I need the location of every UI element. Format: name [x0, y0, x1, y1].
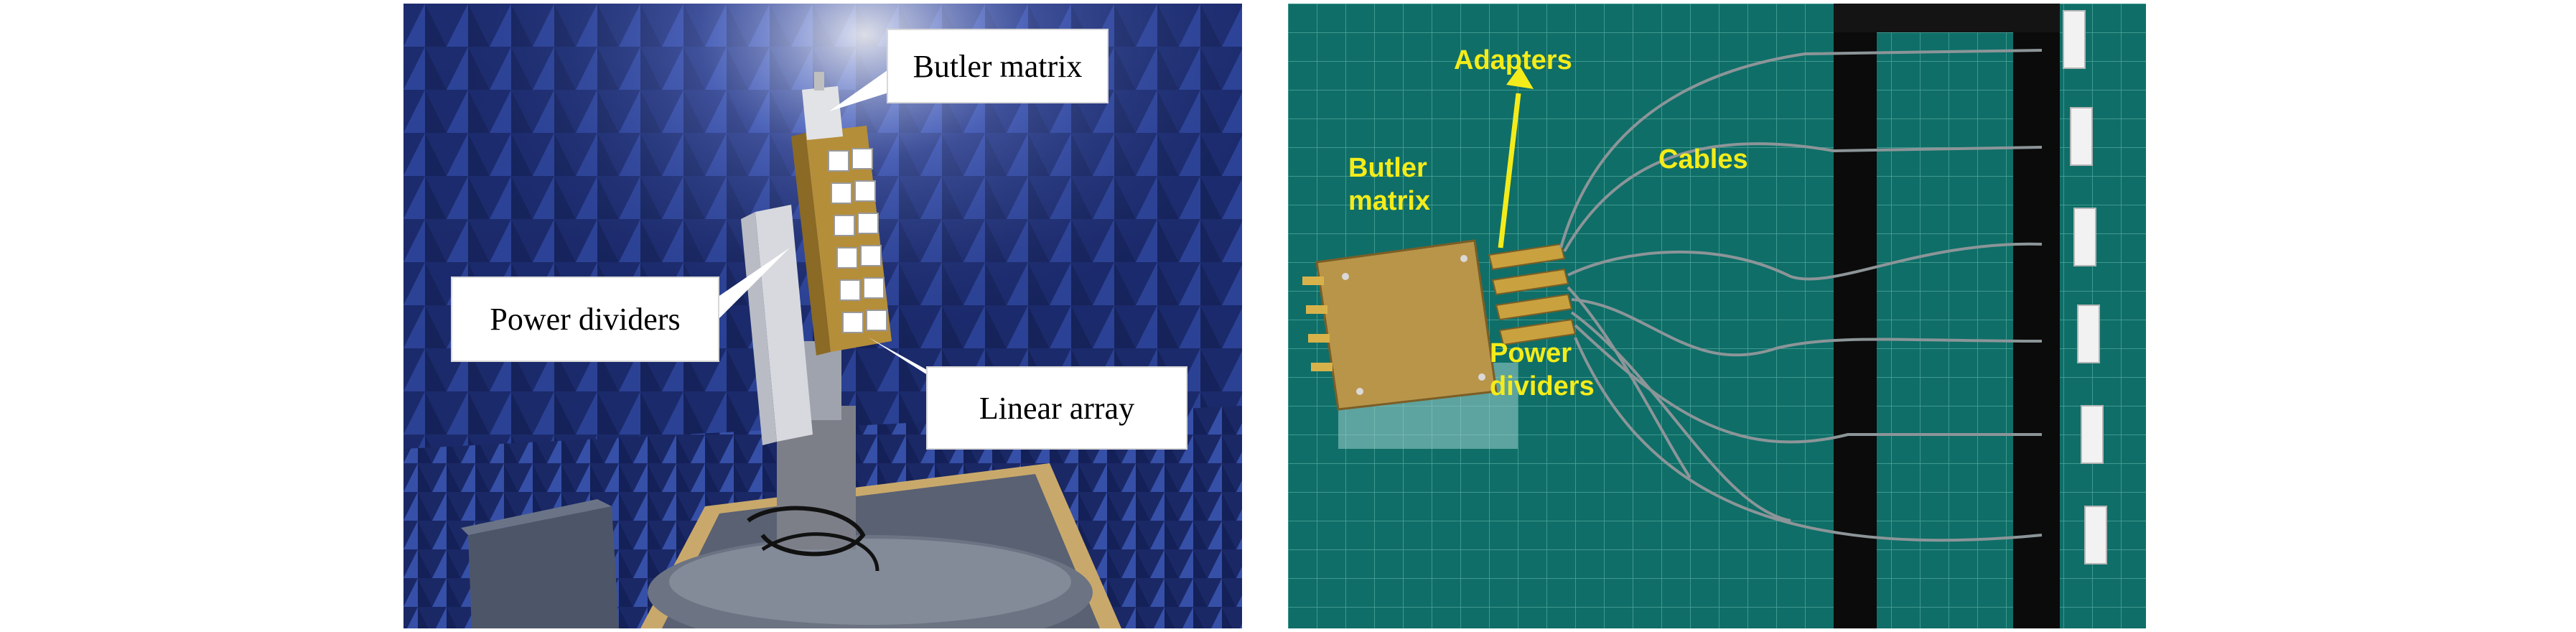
adapters-label: Adapters [1454, 45, 1572, 75]
butler-label-line1: Butler [1348, 153, 1427, 183]
power-dividers-label: Power dividers [490, 302, 681, 337]
power-dividers-callout: Power dividers [451, 276, 719, 362]
butler-matrix-callout: Butler matrix [887, 29, 1109, 103]
butler-matrix-label: Butler matrix [913, 48, 1083, 84]
prototype-photo [1288, 4, 2146, 628]
linear-array-label: Linear array [979, 390, 1135, 426]
power-label-line2: dividers [1490, 371, 1595, 401]
butler-label-line2: matrix [1348, 186, 1431, 216]
cables-label: Cables [1658, 144, 1748, 175]
prototype-scene [1288, 4, 2146, 628]
power-label-line1: Power [1490, 338, 1572, 368]
linear-array-callout: Linear array [926, 366, 1187, 450]
